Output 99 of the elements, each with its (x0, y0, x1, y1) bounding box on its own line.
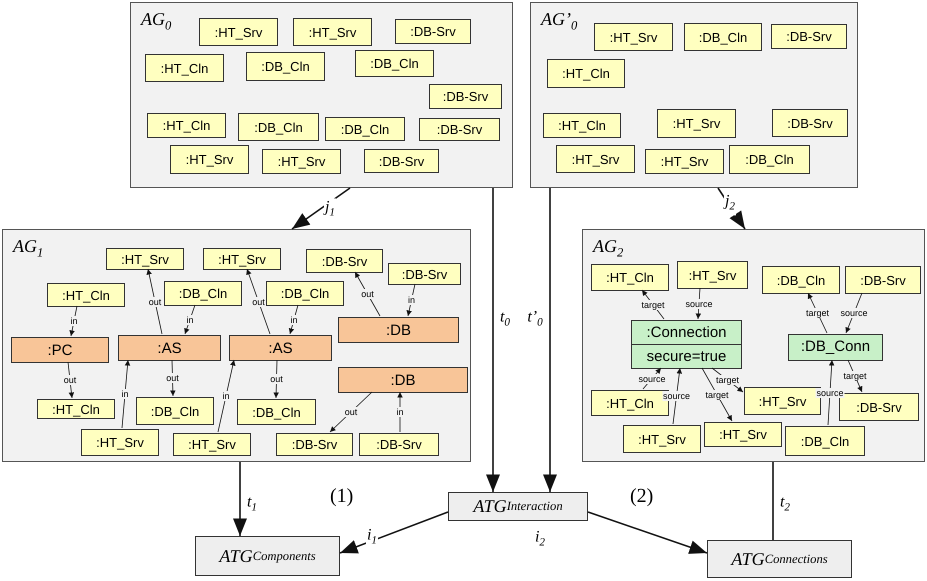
object-box: :HT_Cln (37, 399, 115, 419)
attribute-text: secure=true (632, 344, 741, 368)
object-box: :DB_Cln (237, 399, 316, 425)
object-box: :HT_Srv (704, 422, 782, 447)
edge-label: source (684, 298, 714, 308)
object-box: :HT_Srv (262, 149, 341, 174)
connector-line (772, 462, 774, 540)
object-box: :HT_Srv (594, 23, 673, 51)
object-box: :DB-Srv (771, 24, 847, 49)
object-box: :HT_Srv (106, 248, 184, 270)
panel-title: AG$_{0}$ (141, 9, 172, 35)
edge-label: source (638, 374, 666, 384)
edge-label: target (715, 375, 740, 385)
object-box: :DB-Srv (845, 266, 921, 294)
object-name: :DB_Conn (800, 337, 872, 357)
object-box: :DB_Cln (684, 23, 762, 51)
arrow (486, 188, 500, 492)
edge-label: target (640, 300, 666, 310)
object-box: :HT_Srv (293, 18, 372, 46)
object-box: :DB-Srv (429, 84, 502, 109)
object-box: :HT_Cln (591, 264, 669, 291)
object-box: :DB-Srv (388, 263, 461, 285)
object-box: :DB (338, 367, 468, 393)
graph-panel (130, 2, 513, 188)
object-box: :HT_Srv (81, 429, 159, 456)
object-box: :AS (118, 335, 221, 361)
edge-label: in (120, 389, 130, 399)
object-box: :DB-Srv (364, 149, 439, 173)
object-box: :AS (229, 335, 332, 361)
object-box: :HT_Srv (657, 109, 736, 138)
graph-panel (530, 2, 858, 188)
object-box: :HT_Srv (645, 149, 724, 174)
object-box: :DB-Srv (276, 433, 353, 456)
graph-panel (2, 229, 471, 462)
edge-label: in (396, 407, 404, 417)
edge-label: in (70, 316, 78, 326)
panel-title: AG’$_{0}$ (541, 9, 578, 35)
object-box: :HT_Srv (199, 18, 278, 46)
edge-label: target (805, 308, 830, 318)
object-box: :DB-Srv (306, 249, 383, 273)
object-box: :DB_Cln (164, 281, 242, 306)
arrow (588, 511, 708, 554)
panel-title: AG$_{1}$ (13, 236, 44, 262)
arrow (542, 188, 558, 492)
arrow (232, 462, 248, 536)
object-box: :DB_Cln (785, 426, 865, 456)
object-box: :DB_Cln (238, 113, 319, 141)
edge-label: out (344, 407, 358, 417)
arrow (292, 187, 350, 230)
object-box: :HT_Srv (556, 145, 635, 173)
arrow (218, 360, 236, 432)
arrow (397, 392, 403, 432)
arrow (340, 511, 448, 554)
object-box: :HT_Srv (173, 433, 251, 456)
object-box: :DB_Cln (136, 397, 214, 425)
arrow (330, 392, 372, 432)
object-box: :DB-Srv (359, 433, 439, 456)
object-box: :HT_Srv (203, 248, 281, 270)
object-box: :DB_Cln (762, 266, 840, 294)
edge-label: out (148, 296, 162, 306)
object-box: :HT_Cln (543, 113, 621, 138)
graph-panel (582, 229, 925, 462)
object-box: :DB_Cln (266, 281, 344, 306)
diagram-label: (1) (330, 485, 354, 508)
edge-label: j$_{2}$ (724, 192, 736, 216)
object-box: :DB_Cln (355, 50, 434, 77)
edge-label: out (165, 373, 180, 383)
object-box (788, 334, 883, 361)
object-box: :HT_Srv (170, 145, 249, 174)
arrow (354, 272, 380, 316)
object-box: :DB_Cln (729, 145, 810, 174)
object-box: :DB-Srv (419, 118, 500, 141)
object-box: :HT_Cln (547, 59, 625, 88)
edge-label: source (662, 391, 691, 401)
edge-label: in (222, 391, 230, 401)
object-box: :DB-Srv (772, 109, 848, 137)
object-box: :HT_Cln (47, 283, 125, 307)
edge-label: out (269, 374, 284, 384)
object-box: :HT_Srv (677, 261, 748, 289)
arrow (122, 360, 130, 428)
object-box: :DB (338, 317, 459, 343)
object-box: :DB_Cln (325, 117, 405, 141)
object-box: :HT_Cln (147, 113, 226, 138)
edge-label: out (62, 375, 78, 385)
object-box: :DB_Cln (246, 52, 325, 81)
edge-label: target (842, 371, 868, 381)
object-name: :Connection (645, 323, 728, 343)
edge-label: out (360, 289, 375, 299)
object-box: :PC (11, 337, 109, 363)
diagram-label: (2) (630, 485, 654, 508)
panel-title: AG$_{2}$ (593, 236, 624, 262)
edge-label: source (840, 308, 868, 318)
arrow (246, 268, 270, 334)
object-box (631, 320, 742, 369)
object-box: :DB-Srv (395, 19, 471, 44)
edge-label: source (816, 388, 844, 398)
object-box: :HT_Cln (145, 54, 224, 82)
object-box: :HT_Srv (623, 425, 701, 453)
arrow (146, 268, 162, 334)
